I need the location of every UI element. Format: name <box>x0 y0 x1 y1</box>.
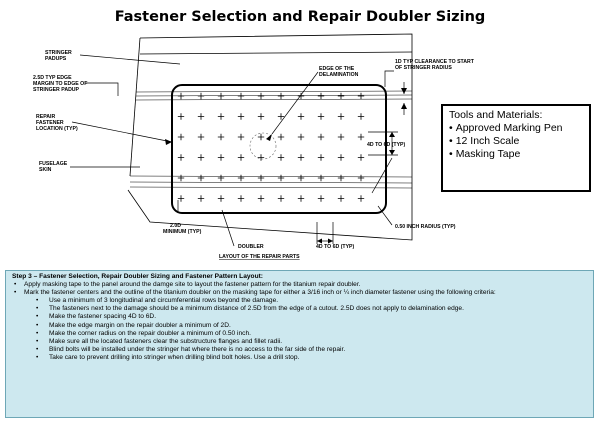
fastener-mark <box>317 195 325 202</box>
layout-caption: LAYOUT OF THE REPAIR PARTS <box>219 254 300 260</box>
fastener-mark <box>257 133 265 141</box>
criteria-item: Make the corner radius on the repair dou… <box>36 330 587 338</box>
fastener-mark <box>237 174 245 182</box>
tool-item: Masking Tape <box>449 148 583 161</box>
criteria-item: Make the fastener spacing 4D to 6D. <box>36 313 587 321</box>
tool-item: 12 Inch Scale <box>449 135 583 148</box>
fastener-mark <box>237 133 245 141</box>
fastener-mark <box>277 154 285 161</box>
criteria-item: Make sure all the located fasteners clea… <box>36 338 587 346</box>
fastener-mark <box>197 174 205 182</box>
fastener-mark <box>177 174 185 182</box>
fastener-mark <box>217 195 225 202</box>
fastener-mark <box>337 92 345 100</box>
fastener-mark <box>197 113 205 120</box>
page-title: Fastener Selection and Repair Doubler Si… <box>114 9 486 25</box>
fastener-mark <box>337 195 345 202</box>
tool-item: Approved Marking Pen <box>449 122 583 135</box>
fastener-mark <box>197 92 205 100</box>
fastener-mark <box>317 133 325 141</box>
fastener-mark <box>317 113 325 120</box>
fastener-mark <box>257 195 265 202</box>
fuselage-skin-outline <box>127 33 413 241</box>
criteria-item: Blind bolts will be installed under the … <box>36 346 587 354</box>
fastener-mark <box>237 154 245 161</box>
fastener-mark <box>217 92 225 100</box>
fastener-mark <box>237 195 245 202</box>
fastener-mark <box>277 113 285 120</box>
fastener-grid <box>177 92 365 202</box>
fastener-mark <box>197 195 205 202</box>
step-bullet: Apply masking tape to the panel around t… <box>14 281 587 289</box>
fastener-mark <box>197 154 205 161</box>
fastener-mark <box>277 92 285 100</box>
label-radius: 0.50 INCH RADIUS (TYP) <box>395 224 456 230</box>
fastener-mark <box>337 133 345 141</box>
label-doubler: DOUBLER <box>238 244 264 250</box>
fastener-mark <box>297 195 305 202</box>
fastener-mark <box>357 133 365 141</box>
fastener-mark <box>177 195 185 202</box>
fastener-mark <box>217 174 225 182</box>
fastener-mark <box>197 133 205 141</box>
fastener-mark <box>277 174 285 182</box>
delamination-edge <box>249 132 277 160</box>
fastener-mark <box>357 92 365 100</box>
fastener-mark <box>257 113 265 120</box>
fastener-mark <box>237 113 245 120</box>
fastener-mark <box>297 133 305 141</box>
fastener-mark <box>217 154 225 161</box>
tools-heading: Tools and Materials: <box>449 109 543 121</box>
label-spacing-right: 4D TO 6D (TYP) <box>367 142 406 148</box>
fastener-mark <box>177 113 185 120</box>
fastener-mark <box>357 154 365 161</box>
label-spacing-bottom: 4D TO 6D (TYP) <box>316 244 355 250</box>
criteria-item: The fasteners next to the damage should … <box>36 305 587 313</box>
fastener-mark <box>177 154 185 161</box>
fastener-mark <box>317 92 325 100</box>
fastener-mark <box>357 113 365 120</box>
fastener-mark <box>317 154 325 161</box>
fastener-mark <box>317 174 325 182</box>
fastener-mark <box>337 154 345 161</box>
skin-upper-edge <box>129 37 141 177</box>
doubler-outline <box>171 84 387 214</box>
criteria-item: Make the edge margin on the repair doubl… <box>36 322 587 330</box>
fastener-mark <box>357 174 365 182</box>
fastener-mark <box>217 113 225 120</box>
step-3-instructions: Step 3 – Fastener Selection, Repair Doub… <box>5 270 594 418</box>
fastener-mark <box>217 133 225 141</box>
fastener-mark <box>297 113 305 120</box>
fastener-mark <box>257 92 265 100</box>
fastener-mark <box>237 92 245 100</box>
tools-and-materials-box: Tools and Materials: Approved Marking Pe… <box>441 104 591 192</box>
fastener-mark <box>337 113 345 120</box>
criteria-item: Take care to prevent drilling into strin… <box>36 354 587 362</box>
fastener-mark <box>277 195 285 202</box>
fastener-mark <box>357 195 365 202</box>
fastener-mark <box>297 92 305 100</box>
fastener-mark <box>297 174 305 182</box>
step-bullet: Mark the fastener centers and the outlin… <box>14 289 587 362</box>
fastener-mark <box>337 174 345 182</box>
fastener-mark <box>177 92 185 100</box>
fastener-mark <box>257 154 265 161</box>
fastener-mark <box>277 133 285 141</box>
criteria-item: Use a minimum of 3 longitudinal and circ… <box>36 297 587 305</box>
fastener-mark <box>177 133 185 141</box>
fastener-mark <box>297 154 305 161</box>
step-heading: Step 3 – Fastener Selection, Repair Doub… <box>12 273 263 280</box>
fastener-mark <box>257 174 265 182</box>
